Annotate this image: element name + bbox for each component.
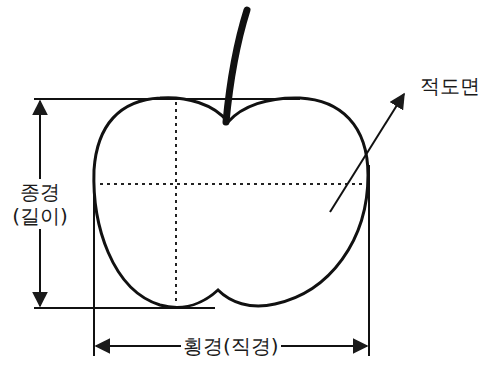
apple-stem (226, 10, 247, 122)
extension-line (368, 165, 370, 356)
leader-line (330, 94, 404, 212)
extension-line (34, 98, 300, 100)
apple-outline (94, 98, 368, 308)
diameter-label: 횡경(직경) (181, 333, 281, 359)
extension-line (93, 165, 95, 356)
extension-line (34, 307, 215, 309)
axis-line (175, 102, 177, 304)
equator-label: 적도면 (410, 74, 490, 98)
length-label: 종경 (길이) (6, 179, 74, 229)
equator-line (100, 183, 366, 185)
